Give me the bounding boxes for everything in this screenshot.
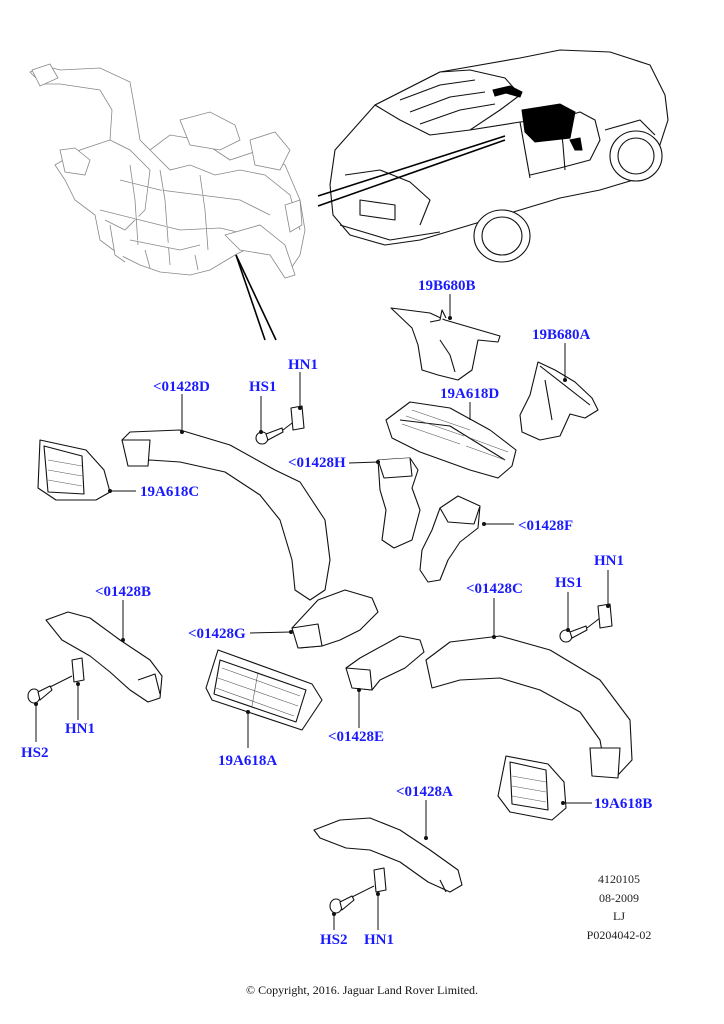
vent-grille-19A618B [511, 775, 547, 803]
label-HN1-top[interactable]: HN1 [288, 357, 318, 373]
hvac-assembly-illustration [29, 63, 306, 279]
label-01428C[interactable]: <01428C [466, 581, 523, 597]
label-HN1-bottom[interactable]: HN1 [364, 932, 394, 948]
label-19A618D[interactable]: 19A618D [440, 386, 500, 402]
part-01428H-duct[interactable] [377, 457, 421, 549]
label-01428H[interactable]: <01428H [288, 455, 346, 471]
vehicle-highlight-window [492, 85, 583, 151]
label-19A618A[interactable]: 19A618A [218, 753, 278, 769]
part-01428E-duct[interactable] [345, 635, 425, 691]
vent-grille-19A618D [401, 409, 509, 461]
reference-date: 08-2009 [599, 891, 639, 905]
label-19B680B[interactable]: 19B680B [418, 278, 476, 294]
label-01428F[interactable]: <01428F [518, 518, 574, 534]
part-01428F-duct[interactable] [419, 495, 481, 583]
part-01428B-duct[interactable] [45, 611, 163, 703]
label-19A618C[interactable]: 19A618C [140, 484, 200, 500]
copyright-notice: © Copyright, 2016. Jaguar Land Rover Lim… [245, 983, 479, 997]
reference-drawing-number: P0204042-02 [586, 928, 652, 942]
part-01428G-duct[interactable] [291, 589, 379, 649]
label-HN1-left[interactable]: HN1 [65, 721, 95, 737]
reference-code: 4120105 [598, 872, 640, 886]
part-19B680A[interactable] [519, 361, 599, 441]
label-01428B[interactable]: <01428B [95, 584, 152, 600]
label-01428D[interactable]: <01428D [153, 379, 210, 395]
label-HS1-top[interactable]: HS1 [249, 379, 277, 395]
part-19A618B-vent[interactable] [497, 755, 567, 821]
nut-HN1-top[interactable] [290, 405, 305, 431]
vent-grille-19A618C [47, 459, 83, 487]
reference-initials: LJ [613, 909, 625, 923]
label-leaders [34, 294, 610, 930]
screw-HS2-bottom[interactable] [329, 895, 355, 914]
screw-HS2-left[interactable] [27, 685, 53, 704]
vehicle-illustration [329, 49, 669, 263]
label-19A618B[interactable]: 19A618B [594, 796, 653, 812]
nut-HN1-bottom[interactable] [373, 867, 387, 893]
label-01428E[interactable]: <01428E [328, 729, 385, 745]
part-01428D-duct[interactable] [121, 429, 331, 601]
part-01428A-duct[interactable] [313, 817, 463, 893]
label-HS2-bottom[interactable]: HS2 [320, 932, 348, 948]
part-01428C-duct[interactable] [425, 635, 633, 779]
part-19A618C-vent[interactable] [37, 439, 111, 501]
callout-lines [235, 135, 506, 341]
part-19B680B[interactable] [390, 307, 501, 381]
screw-HS1-right[interactable] [559, 625, 588, 643]
part-19A618D[interactable] [385, 401, 517, 479]
label-01428A[interactable]: <01428A [396, 784, 453, 800]
label-HS1-right[interactable]: HS1 [555, 575, 583, 591]
vent-grille-19A618A [215, 667, 301, 717]
nut-HN1-right[interactable] [597, 603, 613, 629]
label-HS2-left[interactable]: HS2 [21, 745, 49, 761]
nut-HN1-left[interactable] [71, 657, 85, 683]
label-19B680A[interactable]: 19B680A [532, 327, 591, 343]
part-19A618A-vent[interactable] [205, 649, 323, 731]
label-HN1-right[interactable]: HN1 [594, 553, 624, 569]
label-01428G[interactable]: <01428G [188, 626, 246, 642]
